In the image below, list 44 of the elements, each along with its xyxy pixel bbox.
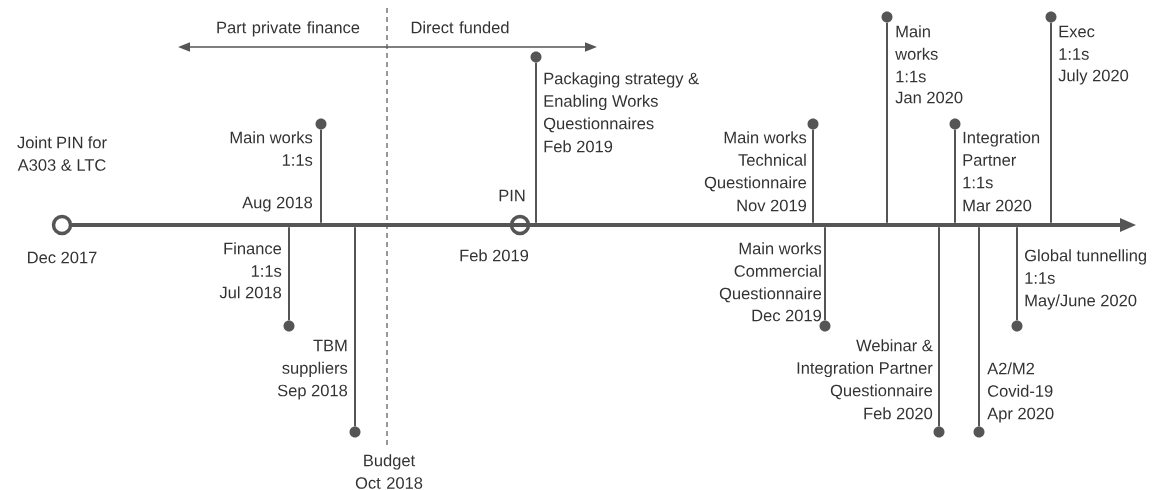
milestone-date: Feb 2020 xyxy=(864,407,933,420)
milestone-label: Exec 1:1s xyxy=(1059,25,1095,60)
milestone-date: Jul 2018 xyxy=(219,286,282,299)
milestone-date: Jan 2020 xyxy=(895,91,963,104)
stem-line xyxy=(320,128,322,224)
milestone-label: Global tunnelling 1:1s xyxy=(1025,249,1146,284)
milestone-label: Webinar & Integration Partner Questionnaire xyxy=(797,339,933,400)
milestone-label: Main works 1:1s xyxy=(230,131,313,166)
milestone-date: Aug 2018 xyxy=(242,196,313,212)
stem-line xyxy=(1050,21,1052,224)
milestone-date: May/June 2020 xyxy=(1025,294,1137,310)
milestone-label: Finance 1:1s xyxy=(224,242,282,277)
milestone-date: Feb 2019 xyxy=(460,249,529,262)
milestone-label: Integration Partner 1:1s xyxy=(963,131,1040,189)
stem-line xyxy=(288,226,290,322)
stem-line xyxy=(1016,226,1018,322)
milestone-label: Main works 1:1s xyxy=(895,25,938,83)
milestone-label: Joint PIN for A303 & LTC xyxy=(17,136,107,171)
stem-line xyxy=(354,226,356,428)
period-label: Budget Oct 2018 xyxy=(355,454,423,489)
milestone-label: PIN xyxy=(499,189,525,202)
stem-line xyxy=(886,21,888,224)
milestone-date: Feb 2019 xyxy=(544,140,613,153)
milestone-label: A2/M2 Covid-19 xyxy=(987,362,1053,397)
milestone-date: Mar 2020 xyxy=(963,199,1032,212)
period-label: Direct funded xyxy=(411,21,509,34)
milestone-label: Packaging strategy & Enabling Works Questionnaires xyxy=(544,72,699,133)
milestone-date: Dec 2017 xyxy=(28,251,97,264)
milestone-label: Main works Technical Questionnaire xyxy=(704,131,807,192)
stem-line xyxy=(954,128,956,224)
milestone-date: Dec 2019 xyxy=(752,309,821,322)
stem-line xyxy=(978,226,980,428)
milestone-date: Sep 2018 xyxy=(277,384,348,400)
stem-line xyxy=(812,128,814,224)
stem-line xyxy=(535,61,537,224)
milestone-date: Apr 2020 xyxy=(987,407,1054,423)
milestone-date: Nov 2019 xyxy=(737,199,806,212)
timeline-axis xyxy=(72,218,1136,232)
period-label: Part private finance xyxy=(217,21,360,37)
milestone-label: TBM suppliers xyxy=(282,339,348,378)
stem-line xyxy=(824,226,826,322)
stem-line xyxy=(938,226,940,428)
milestone-date: July 2020 xyxy=(1058,69,1129,85)
milestone-label: Main works Commercial Questionnaire xyxy=(719,242,822,303)
